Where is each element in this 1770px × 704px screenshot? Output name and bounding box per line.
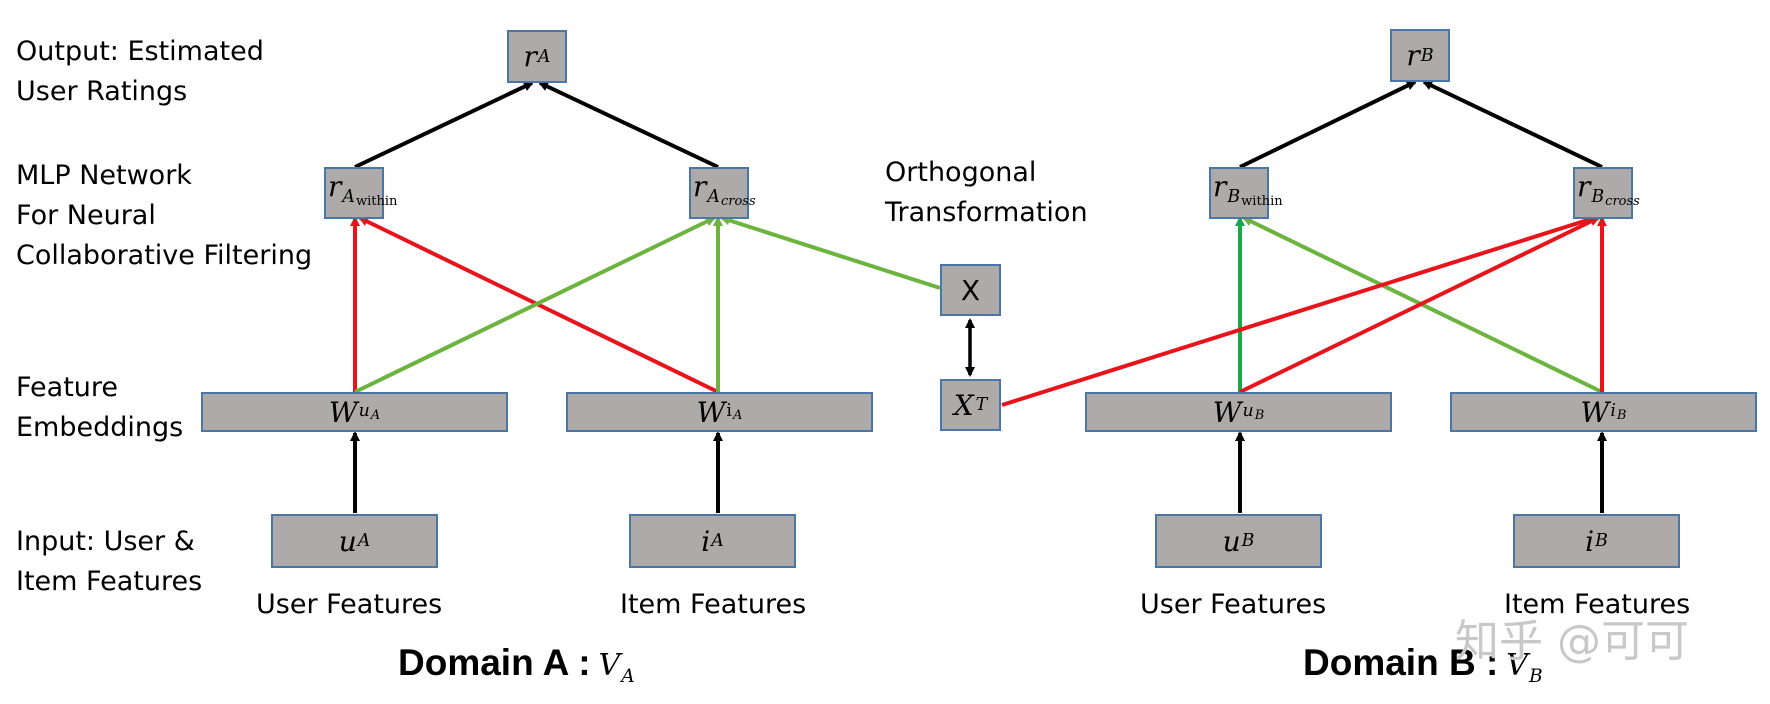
watermark: 知乎 @可可 bbox=[1455, 616, 1689, 667]
label-mlp-network: MLP Network For Neural Collaborative Fil… bbox=[16, 160, 313, 271]
caption-item-features-a: Item Features bbox=[620, 589, 807, 620]
edge-r-a-within-to-r-a bbox=[354, 81, 534, 169]
edge-r-a-cross-to-r-a bbox=[538, 81, 719, 169]
caption-user-features-a: User Features bbox=[256, 589, 443, 620]
label-orthogonal-transformation: Orthogonal Transformation bbox=[885, 157, 1088, 228]
domain-b-title: Domain B :VB bbox=[1303, 642, 1543, 687]
node-r-a-cross-label: rAcross bbox=[693, 170, 756, 210]
label-input-features: Input: User & Item Features bbox=[16, 526, 203, 597]
edge-w-ub-to-r-b-cross bbox=[1239, 216, 1600, 394]
node-r-b-cross bbox=[1573, 167, 1633, 219]
edge-r-b-cross-to-r-b bbox=[1422, 80, 1603, 169]
caption-user-features-b: User Features bbox=[1140, 589, 1327, 620]
label-feature-embeddings: Feature Embeddings bbox=[16, 372, 184, 443]
edge-x-transpose-to-r-b-cross bbox=[1001, 215, 1596, 407]
edge-w-ua-to-r-a-cross bbox=[354, 216, 716, 394]
node-r-b-within bbox=[1209, 167, 1269, 219]
node-r-b-cross-label: rBcross bbox=[1577, 170, 1640, 210]
node-r-a-within bbox=[324, 167, 384, 219]
label-output: Output: Estimated User Ratings bbox=[16, 36, 264, 107]
node-r-b-within-label: rBwithin bbox=[1213, 170, 1283, 210]
domain-a-title: Domain A :VA bbox=[398, 642, 635, 687]
node-x: X bbox=[940, 264, 1001, 316]
edge-x-to-r-a-cross bbox=[720, 215, 941, 290]
node-r-a-within-label: rAwithin bbox=[328, 170, 398, 210]
edge-r-b-within-to-r-b bbox=[1239, 80, 1417, 169]
caption-item-features-b: Item Features bbox=[1504, 589, 1691, 620]
node-r-a-cross bbox=[689, 167, 749, 219]
